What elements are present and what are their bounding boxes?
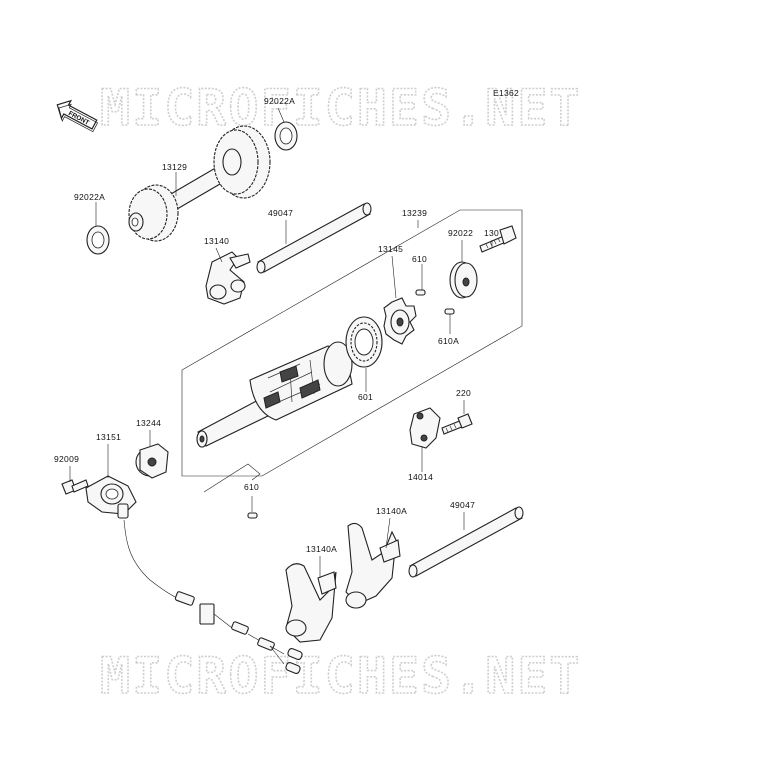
label-49047-top: 49047	[268, 208, 293, 218]
label-14014: 14014	[408, 472, 433, 482]
bolt-130	[479, 225, 517, 253]
plate-14014	[409, 407, 441, 449]
shift-drum	[196, 341, 353, 448]
gear-large	[213, 125, 271, 199]
cam-13244	[135, 443, 169, 479]
gear-small	[128, 184, 179, 242]
pin-610-top	[415, 289, 426, 296]
label-130: 130	[484, 228, 499, 238]
pin-610-bottom	[247, 512, 258, 519]
label-13145: 13145	[378, 244, 403, 254]
label-13244: 13244	[136, 418, 161, 428]
fork-13140	[205, 251, 251, 305]
figure-code: E1362	[493, 88, 519, 98]
wiring-harness	[123, 519, 303, 674]
bearing-601	[345, 316, 383, 368]
rod-49047-top	[256, 202, 372, 274]
label-610-bottom: 610	[244, 482, 259, 492]
watermark-bottom: MICROFICHES.NET	[100, 647, 582, 705]
washer-92022a-left	[86, 225, 110, 255]
label-13239: 13239	[402, 208, 427, 218]
bolt-220	[441, 413, 473, 435]
label-92022a-top: 92022A	[264, 96, 295, 106]
pin-610a	[444, 308, 455, 315]
label-13140: 13140	[204, 236, 229, 246]
label-92022: 92022	[448, 228, 473, 238]
front-arrow-icon: FRONT	[56, 99, 99, 133]
switch-13151	[85, 475, 137, 519]
label-13140a-left: 13140A	[306, 544, 337, 554]
shaft-13129	[128, 125, 271, 242]
label-92009: 92009	[54, 454, 79, 464]
rod-49047-bottom	[408, 506, 524, 578]
washer-92022	[449, 261, 478, 299]
watermark-top: MICROFICHES.NET	[100, 79, 582, 137]
bolt-92009	[61, 479, 89, 495]
fork-13140a-left	[285, 563, 337, 643]
label-610-top: 610	[412, 254, 427, 264]
washer-92022a-top	[274, 121, 298, 151]
label-220: 220	[456, 388, 471, 398]
label-601: 601	[358, 392, 373, 402]
label-49047-bottom: 49047	[450, 500, 475, 510]
label-13140a-right: 13140A	[376, 506, 407, 516]
label-13129: 13129	[162, 162, 187, 172]
label-92022a-left: 92022A	[74, 192, 105, 202]
leader-lines	[69, 107, 493, 578]
star-plate-13145	[383, 297, 417, 345]
label-610a: 610A	[438, 336, 459, 346]
fork-13140a-right	[345, 522, 401, 609]
label-13151: 13151	[96, 432, 121, 442]
